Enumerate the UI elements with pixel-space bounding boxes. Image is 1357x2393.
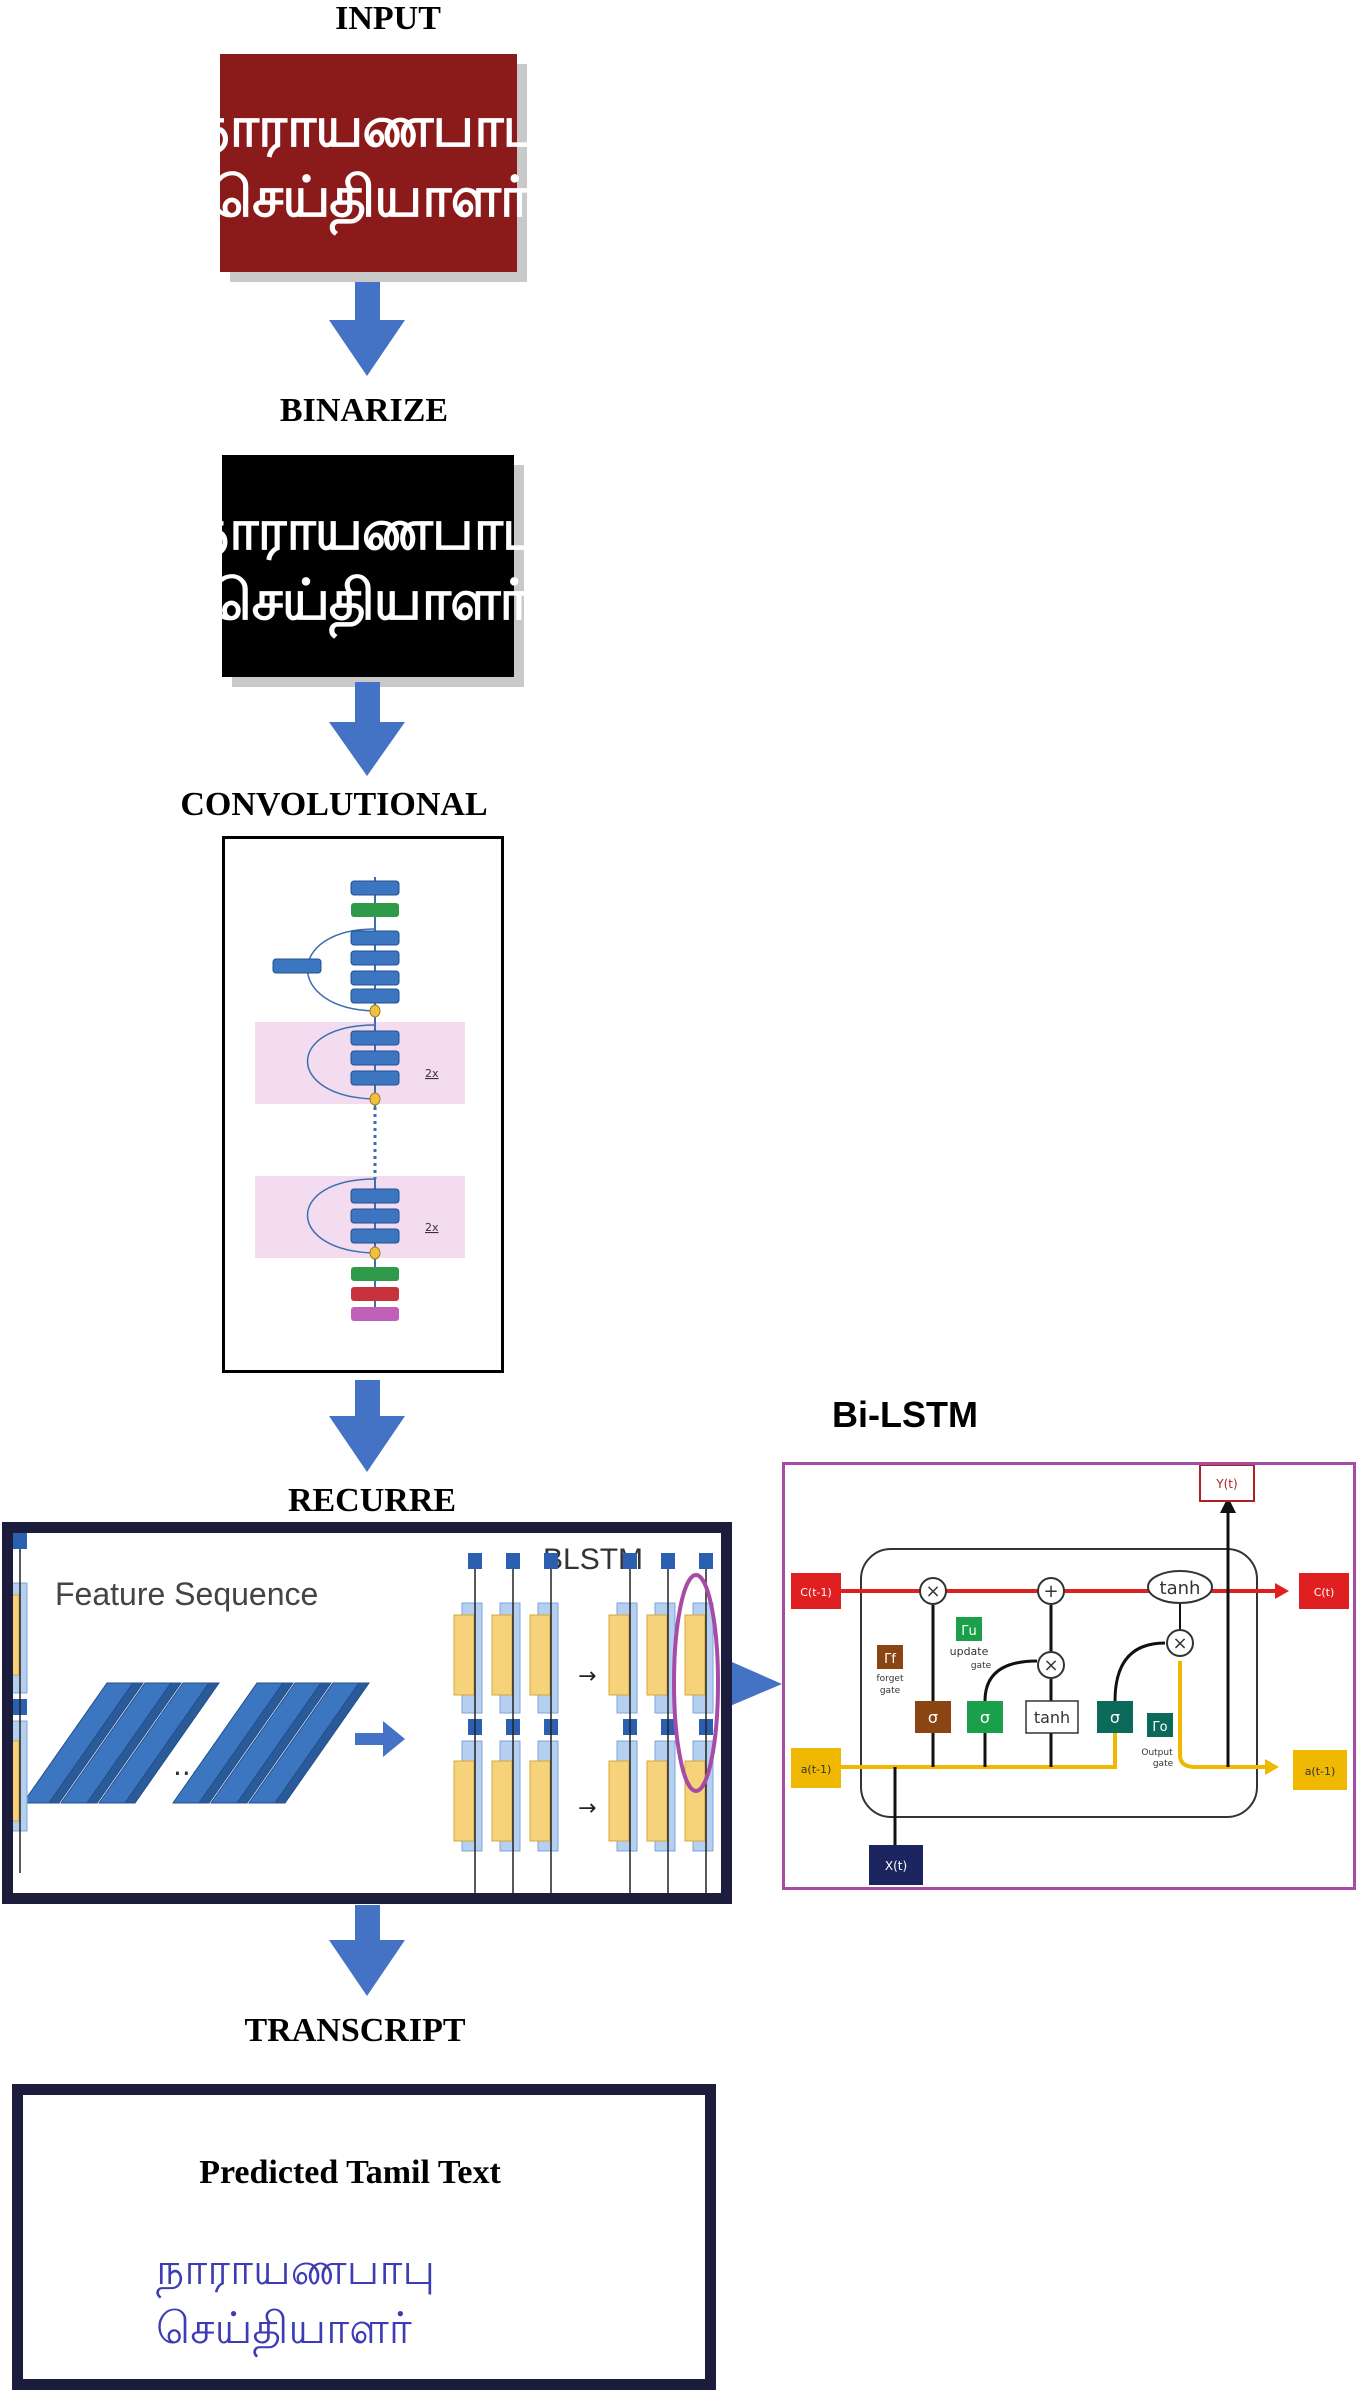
prediction-box: [12, 2084, 716, 2390]
predicted-text: நாராயணபாபு செய்தியாளர்: [156, 2240, 435, 2359]
op-times-1: ×: [925, 1581, 940, 1602]
prediction-title: Predicted Tamil Text: [199, 2154, 501, 2191]
update-gate-label: update: [950, 1645, 989, 1658]
repeat-label-2: 2x: [425, 1221, 439, 1234]
heading-transcript: TRANSCRIPT: [244, 2012, 466, 2049]
terminal-c-prev: C(t-1): [800, 1586, 832, 1599]
heading-binarize: BINARIZE: [279, 392, 449, 429]
cnn-architecture: 2x 2x: [255, 877, 465, 1321]
sigma-output: σ: [1110, 1708, 1120, 1727]
forget-gate-label2: gate: [880, 1686, 901, 1696]
arrow-right-to-cell: [716, 1655, 782, 1712]
input-line-1: நாராயணபாபு: [193, 95, 544, 160]
recurrent-illustration: Feature Sequence ... BLSTM: [0, 1533, 720, 1894]
tanh-box-label: tanh: [1034, 1708, 1070, 1727]
lstm-cell-diagram: × + × × tanh σ σ tanh σ Γf forget gate Γ…: [791, 1464, 1349, 1885]
heading-convolutional: CONVOLUTIONAL: [180, 786, 488, 823]
output-gate-label2: gate: [1153, 1759, 1174, 1769]
tanh-ellipse-label: tanh: [1160, 1578, 1201, 1599]
arrow-down-1: [329, 282, 405, 376]
repeat-label-1: 2x: [425, 1067, 439, 1080]
svg-text:→: →: [578, 1796, 596, 1821]
terminal-c-next: C(t): [1314, 1586, 1335, 1599]
update-gate-symbol: Γu: [961, 1624, 976, 1639]
sigma-update: σ: [980, 1708, 990, 1727]
binarized-line-1: நாராயணபாபு: [193, 498, 543, 563]
heading-input: INPUT: [335, 0, 441, 37]
forget-gate-label: forget: [877, 1674, 904, 1684]
input-image: நாராயணபாபு செய்தியாளர்: [194, 54, 544, 272]
terminal-x-in: X(t): [885, 1859, 907, 1873]
highlight-ellipse: [672, 1573, 720, 1793]
arrow-down-4: [329, 1905, 405, 1996]
terminal-a-prev: a(t-1): [801, 1763, 832, 1776]
input-line-2: செய்தியாளர்: [208, 165, 530, 230]
svg-text:→: →: [578, 1664, 596, 1689]
arrow-down-2: [329, 682, 405, 776]
arrow-down-3: [329, 1380, 405, 1472]
output-gate-label: Output: [1141, 1748, 1173, 1758]
heading-recurre: RECURRE: [287, 1482, 457, 1519]
terminal-a-next: a(t-1): [1305, 1765, 1336, 1778]
terminal-y-out: Y(t): [1215, 1477, 1237, 1491]
binarized-line-2: செய்தியாளர்: [208, 568, 529, 633]
predicted-line-2: செய்தியாளர்: [156, 2303, 412, 2355]
op-times-2: ×: [1043, 1655, 1058, 1676]
update-gate-label2: gate: [971, 1661, 992, 1671]
forget-gate-symbol: Γf: [884, 1652, 896, 1667]
binarized-image: நாராயணபாபு செய்தியாளர்: [193, 455, 544, 677]
blstm-columns: [0, 1533, 28, 1873]
heading-bilstm: Bi-LSTM: [832, 1394, 978, 1435]
recurrent-box: Feature Sequence ... BLSTM: [0, 1522, 732, 1904]
op-times-3: ×: [1172, 1633, 1187, 1654]
predicted-line-1: நாராயணபாபு: [156, 2244, 436, 2295]
feature-sequence-label: Feature Sequence: [55, 1576, 318, 1612]
sigma-forget: σ: [928, 1708, 938, 1727]
cnn-box: 2x 2x: [222, 836, 504, 1373]
lstm-cell-box: × + × × tanh σ σ tanh σ Γf forget gate Γ…: [782, 1462, 1356, 1890]
op-plus: +: [1043, 1581, 1058, 1602]
output-gate-symbol: Γo: [1152, 1720, 1167, 1735]
